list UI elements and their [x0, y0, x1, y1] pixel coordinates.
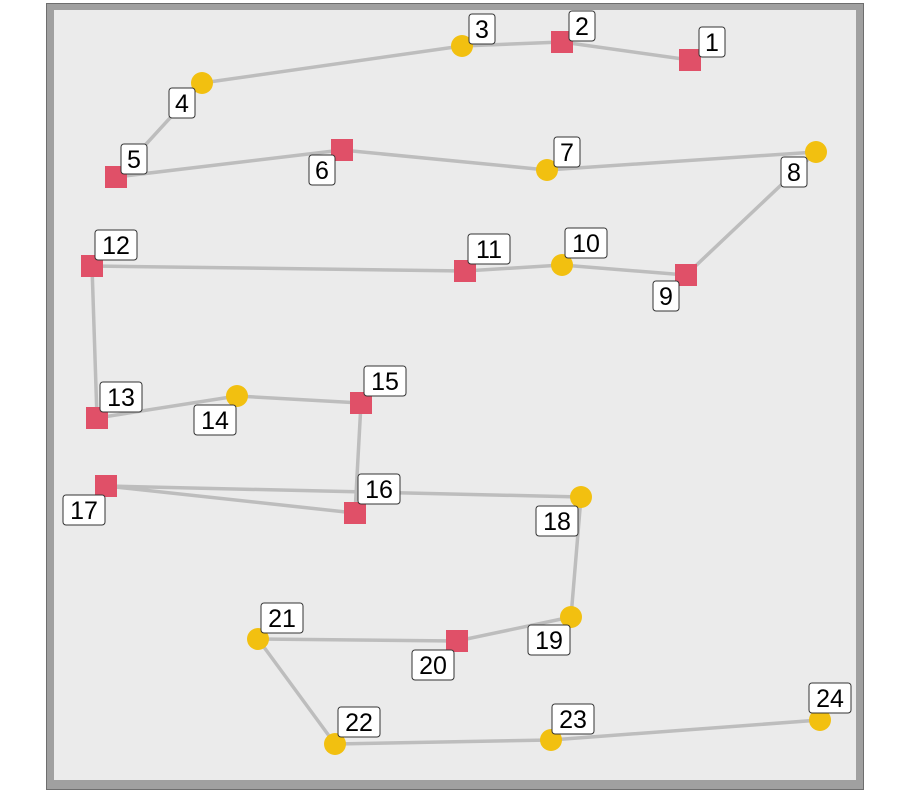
point-label-5: 5	[120, 143, 148, 175]
point-label-14: 14	[193, 404, 237, 436]
point-label-12: 12	[94, 229, 138, 261]
label-box	[260, 602, 304, 634]
label-text: 3	[475, 16, 489, 44]
label-box	[551, 703, 595, 735]
circle-marker-14	[226, 385, 248, 407]
label-box	[168, 87, 196, 119]
label-box	[62, 494, 106, 526]
label-text: 12	[102, 232, 130, 260]
label-text: 6	[315, 157, 329, 185]
square-marker-17	[95, 475, 117, 497]
point-label-10: 10	[564, 227, 608, 259]
label-text: 11	[476, 236, 502, 264]
label-text: 1	[705, 29, 719, 57]
square-marker-9	[675, 264, 697, 286]
circle-marker-8	[805, 141, 827, 163]
point-label-17: 17	[62, 494, 106, 526]
point-label-9: 9	[652, 280, 680, 312]
point-label-13: 13	[99, 381, 143, 413]
point-label-24: 24	[808, 682, 852, 714]
label-text: 5	[127, 146, 141, 174]
label-text: 19	[535, 627, 563, 655]
square-marker-11	[454, 260, 476, 282]
label-text: 16	[365, 476, 393, 504]
label-box	[698, 26, 726, 58]
label-box	[99, 381, 143, 413]
label-text: 21	[268, 605, 296, 633]
label-text: 15	[371, 368, 399, 396]
point-label-6: 6	[308, 154, 336, 186]
label-box	[308, 154, 336, 186]
label-box	[363, 365, 407, 397]
point-label-23: 23	[551, 703, 595, 735]
point-label-19: 19	[527, 624, 571, 656]
point-label-3: 3	[468, 13, 496, 45]
circle-marker-21	[247, 628, 269, 650]
circle-marker-3	[451, 35, 473, 57]
point-label-21: 21	[260, 602, 304, 634]
square-marker-12	[81, 255, 103, 277]
square-marker-1	[679, 49, 701, 71]
label-box	[337, 706, 381, 738]
label-box	[535, 505, 579, 537]
label-text: 9	[659, 283, 673, 311]
label-text: 7	[560, 139, 574, 167]
point-label-11: 11	[467, 233, 511, 265]
label-box	[193, 404, 237, 436]
label-text: 22	[345, 709, 373, 737]
circle-marker-10	[551, 254, 573, 276]
label-box	[467, 233, 511, 265]
point-label-4: 4	[168, 87, 196, 119]
point-label-1: 1	[698, 26, 726, 58]
label-box	[357, 473, 401, 505]
square-marker-16	[344, 502, 366, 524]
point-marker-layer	[81, 31, 831, 755]
label-text: 20	[419, 652, 447, 680]
label-box	[553, 136, 581, 168]
label-text: 23	[559, 706, 587, 734]
square-marker-2	[551, 31, 573, 53]
circle-marker-24	[809, 709, 831, 731]
label-text: 14	[201, 407, 229, 435]
label-text: 2	[575, 13, 589, 41]
circle-marker-19	[560, 606, 582, 628]
circle-marker-18	[570, 486, 592, 508]
label-box	[527, 624, 571, 656]
label-box	[652, 280, 680, 312]
point-label-8: 8	[780, 156, 808, 188]
square-marker-6	[331, 139, 353, 161]
label-text: 8	[787, 159, 801, 187]
label-box	[94, 229, 138, 261]
label-box	[808, 682, 852, 714]
label-text: 18	[543, 508, 571, 536]
point-label-18: 18	[535, 505, 579, 537]
label-text: 24	[816, 685, 844, 713]
label-box	[568, 10, 596, 42]
label-text: 4	[175, 90, 189, 118]
point-label-7: 7	[553, 136, 581, 168]
point-label-2: 2	[568, 10, 596, 42]
label-box	[468, 13, 496, 45]
point-label-20: 20	[411, 649, 455, 681]
square-marker-13	[86, 407, 108, 429]
label-box	[564, 227, 608, 259]
label-box	[120, 143, 148, 175]
label-text: 17	[70, 497, 98, 525]
circle-marker-4	[191, 72, 213, 94]
point-label-15: 15	[363, 365, 407, 397]
point-label-16: 16	[357, 473, 401, 505]
square-marker-20	[446, 630, 468, 652]
circle-marker-22	[324, 733, 346, 755]
circle-marker-7	[536, 159, 558, 181]
point-label-22: 22	[337, 706, 381, 738]
square-marker-15	[350, 392, 372, 414]
label-text: 10	[572, 230, 600, 258]
label-box	[780, 156, 808, 188]
label-box	[411, 649, 455, 681]
label-text: 13	[107, 384, 135, 412]
